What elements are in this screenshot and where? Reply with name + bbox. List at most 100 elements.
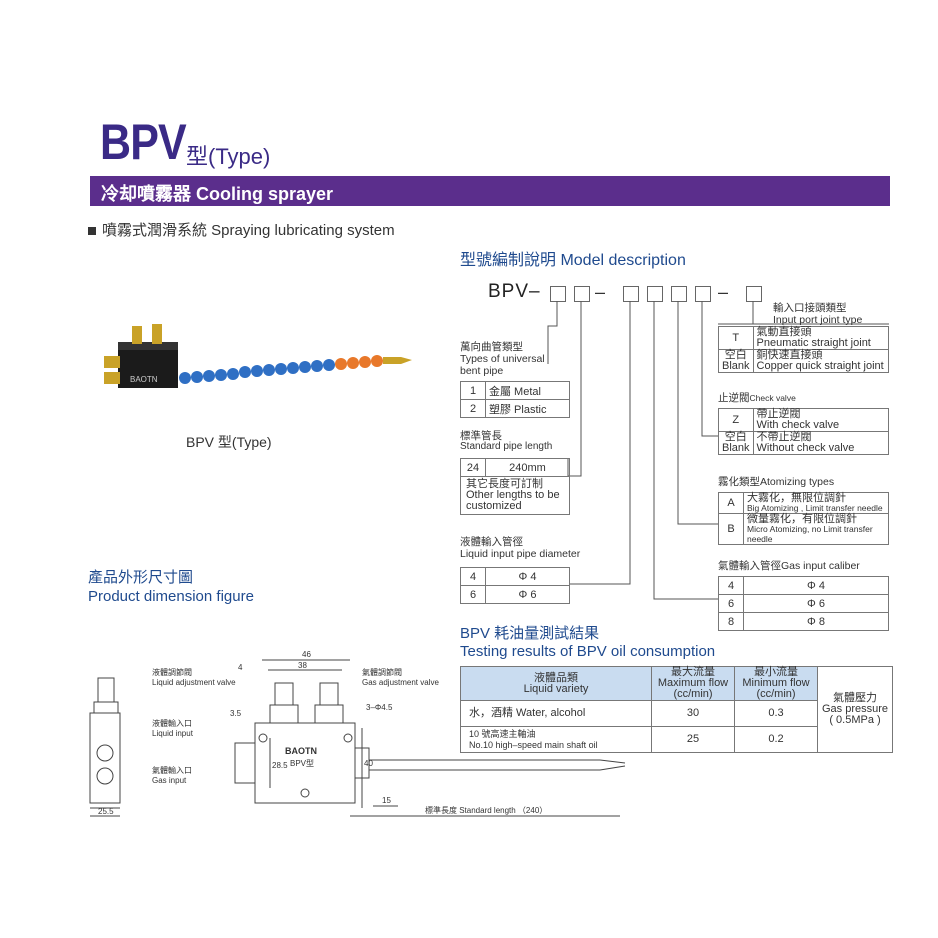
- option-en: Big Atomizing , Limit transfer needle: [747, 503, 883, 513]
- option-value: Φ 8: [743, 612, 889, 631]
- code-cn: 空白: [724, 431, 747, 443]
- code-cell: 4: [460, 567, 486, 586]
- bent-pipe-cn: 萬向曲管類型: [460, 341, 523, 353]
- liquid-input-cn: 液體輸入管徑: [460, 536, 523, 548]
- liquid-input-heading: 液體輸入管徑 Liquid input pipe diameter: [460, 536, 580, 560]
- dimension-heading: 產品外形尺寸圖 Product dimension figure: [88, 568, 254, 606]
- note-cn: 其它長度可訂制: [466, 478, 543, 490]
- max-cn: 最大流量: [671, 666, 715, 678]
- liquid-input-en: Liquid input pipe diameter: [460, 548, 581, 560]
- body-type-text: BPV型: [290, 759, 314, 768]
- code-cell: B: [718, 513, 744, 545]
- oil-variety-cn: 10 號高速主軸油: [469, 728, 536, 739]
- dim-3phi: 3–Φ4.5: [366, 703, 393, 712]
- option-cn: 帶止逆閥: [756, 408, 801, 420]
- pipe-length-en: Standard pipe length: [460, 441, 553, 452]
- code-box: [623, 286, 639, 302]
- code-box: [671, 286, 687, 302]
- gas-input-en: Gas input caliber: [781, 560, 860, 572]
- gas-input-heading: 氣體輸入管徑Gas input caliber: [718, 560, 860, 572]
- dim-28-5: 28.5: [272, 761, 288, 770]
- atomizing-cn: 霧化類型: [718, 476, 760, 488]
- model-code-prefix: BPV–: [488, 281, 541, 302]
- model-title: BPV: [100, 114, 187, 170]
- dimension-heading-en: Product dimension figure: [88, 588, 254, 605]
- option-cn: 大霧化，無限位調針: [747, 492, 846, 504]
- max-en2: (cc/min): [673, 688, 713, 700]
- gas-val: ( 0.5MPa ): [829, 714, 881, 726]
- code-cell: 1: [460, 381, 486, 400]
- check-valve-en: Check valve: [749, 393, 796, 403]
- dim-25-5: 25.5: [98, 807, 114, 816]
- gas-input-cn: 氣體輸入管徑: [718, 560, 781, 572]
- option-en: Micro Atomizing, no Limit transfer needl…: [747, 524, 873, 544]
- check-valve-cn: 止逆閥: [718, 392, 750, 404]
- pipe-length-heading: 標準管長 Standard pipe length: [460, 430, 552, 452]
- oil-min: 0.2: [734, 726, 818, 753]
- option-cn: 微量霧化，有限位調針: [747, 513, 857, 525]
- code-en: Blank: [722, 360, 750, 372]
- bullet-square-icon: [88, 227, 96, 236]
- dimension-heading-cn: 產品外形尺寸圖: [88, 569, 194, 586]
- code-cell: 6: [460, 585, 486, 604]
- option-value: 240mm: [485, 458, 570, 477]
- oil-title-en: Testing results of BPV oil consumption: [460, 643, 716, 660]
- dim-40: 40: [364, 759, 373, 768]
- dim-4: 4: [238, 663, 243, 672]
- dim-38: 38: [298, 661, 307, 670]
- code-cell: 24: [460, 458, 486, 477]
- gas-input-cn: 氣體輸入口: [152, 765, 192, 775]
- min-cn: 最小流量: [754, 666, 798, 678]
- code-cell: A: [718, 492, 744, 514]
- system-line: 噴霧式潤滑系統 Spraying lubricating system: [88, 219, 395, 240]
- oil-variety-en: No.10 high–speed main shaft oil: [469, 739, 598, 750]
- min-en2: (cc/min): [756, 688, 796, 700]
- code-box: [550, 286, 566, 302]
- product-photo: BAOTN: [104, 324, 412, 388]
- note-en1: Other lengths to be: [466, 489, 560, 501]
- oil-title-cn: BPV 耗油量測試結果: [460, 625, 600, 642]
- liquid-input-en: Liquid input: [152, 729, 194, 738]
- option-cn: 不帶止逆閥: [756, 431, 812, 443]
- pipe-length-cn: 標準管長: [460, 430, 502, 442]
- input-port-heading: 輸入口接頭類型 Input port joint type: [773, 302, 862, 326]
- oil-variety: 水，酒精 Water, alcohol: [460, 700, 652, 727]
- bent-pipe-heading: 萬向曲管類型 Types of universal bent pipe: [460, 341, 545, 377]
- photo-caption: BPV 型(Type): [186, 434, 272, 450]
- option-value: 塑膠 Plastic: [485, 399, 570, 418]
- brand-text: BAOTN: [285, 746, 317, 756]
- option-value: Φ 4: [485, 567, 570, 586]
- code-box: [647, 286, 663, 302]
- atomizing-en: Atomizing types: [760, 476, 835, 488]
- option-cn: 氣動直接頭: [756, 326, 812, 338]
- dim-46: 46: [302, 650, 311, 659]
- system-line-text: 噴霧式潤滑系統 Spraying lubricating system: [102, 222, 395, 239]
- gas-input-en: Gas input: [152, 776, 187, 785]
- option-en: Without check valve: [756, 442, 855, 454]
- model-type-label: 型(Type): [186, 144, 271, 169]
- max-en1: Maximum flow: [657, 677, 729, 689]
- note-en2: customized: [466, 500, 522, 512]
- code-cell: 8: [718, 612, 744, 631]
- model-description-heading: 型號編制說明 Model description: [460, 252, 686, 269]
- liquid-valve-en: Liquid adjustment valve: [152, 678, 236, 687]
- code-en: Blank: [722, 442, 750, 454]
- svg-text:BAOTN: BAOTN: [130, 375, 158, 384]
- option-value: Φ 4: [743, 576, 889, 595]
- banner-title: 冷却噴霧器 Cooling sprayer: [101, 184, 334, 204]
- code-cell: 2: [460, 399, 486, 418]
- option-cn: 銅快速直接頭: [756, 349, 823, 361]
- code-box: [746, 286, 762, 302]
- min-en1: Minimum flow: [742, 677, 810, 689]
- dim-3-5: 3.5: [230, 709, 242, 718]
- gas-en: Gas pressure: [821, 703, 889, 715]
- code-cell: Z: [718, 408, 754, 432]
- variety-en: Liquid variety: [523, 682, 589, 695]
- gas-valve-en: Gas adjustment valve: [362, 678, 439, 687]
- liquid-valve-cn: 液體調節閥: [152, 667, 192, 677]
